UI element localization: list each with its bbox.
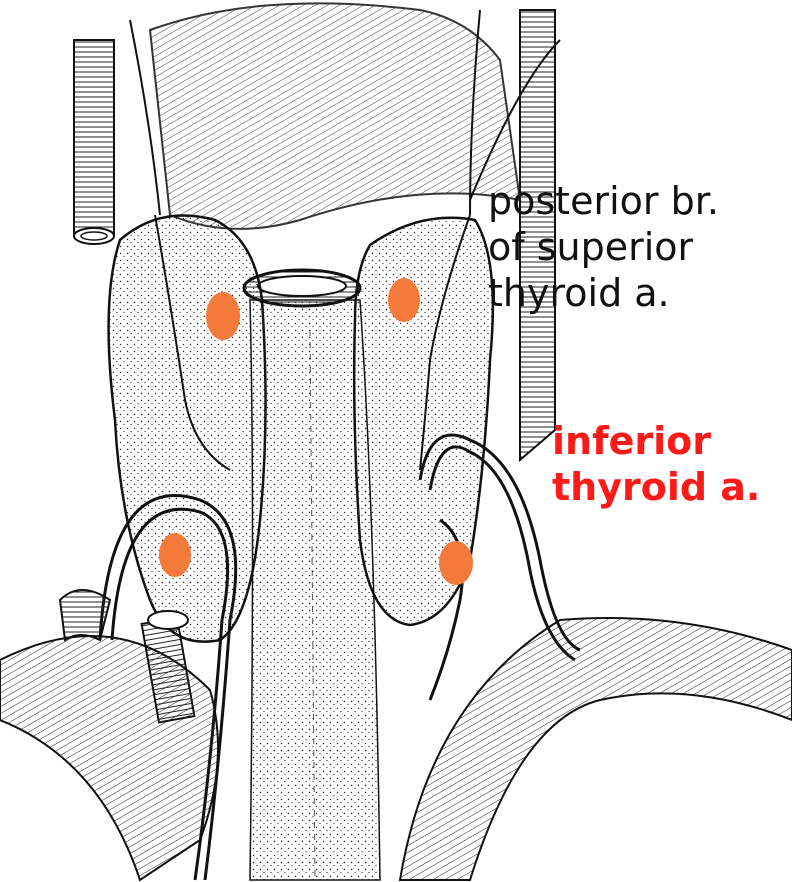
- parathyroid-marker-upper-right: [388, 278, 420, 322]
- superior-label-line-3: thyroid a.: [488, 270, 719, 316]
- parathyroid-marker-lower-right: [439, 541, 473, 585]
- superior-label-line-2: of superior: [488, 224, 719, 270]
- inferior-label-line-2: thyroid a.: [552, 464, 760, 510]
- inferior-thyroid-artery-label: inferior thyroid a.: [552, 418, 760, 510]
- left-vessel-tube: [74, 40, 114, 244]
- parathyroid-marker-lower-left: [159, 533, 191, 577]
- inferior-label-line-1: inferior: [552, 418, 760, 464]
- superior-thyroid-artery-label: posterior br. of superior thyroid a.: [488, 178, 719, 316]
- left-thyroid-lobe: [109, 216, 266, 642]
- lower-vessels: [0, 590, 792, 880]
- superior-label-line-1: posterior br.: [488, 178, 719, 224]
- pharyngeal-muscle: [130, 3, 520, 229]
- parathyroid-marker-upper-left: [206, 292, 240, 340]
